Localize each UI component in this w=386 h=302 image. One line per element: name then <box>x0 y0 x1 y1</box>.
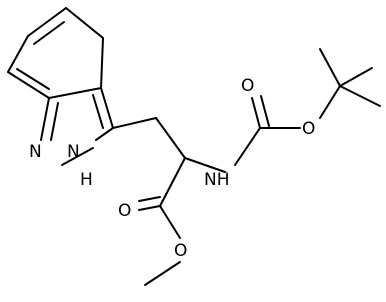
atom-labels: N N H NH O O O O <box>29 76 315 261</box>
atom-carbamate-ester-o: O <box>302 119 315 139</box>
bond <box>27 7 67 37</box>
bond <box>100 37 104 89</box>
bond <box>184 157 226 173</box>
bond <box>7 71 50 99</box>
bond <box>40 97 50 141</box>
bond <box>339 67 373 87</box>
bond <box>339 85 381 107</box>
bond <box>159 205 181 239</box>
bond <box>61 147 94 166</box>
atom-n1: N <box>29 142 42 162</box>
bond <box>92 94 104 129</box>
atom-ester-methoxy-o: O <box>174 241 187 261</box>
bond <box>234 127 261 166</box>
bond <box>16 68 50 90</box>
bond <box>112 117 157 129</box>
bond <box>50 102 59 141</box>
bond <box>319 48 341 87</box>
bond <box>155 117 186 159</box>
bond <box>65 7 104 39</box>
atom-n2-hydrogen: H <box>80 170 93 190</box>
atom-ester-carbonyl-o: O <box>118 201 131 221</box>
bond <box>251 97 261 129</box>
bond <box>144 261 181 286</box>
bond <box>138 196 161 202</box>
bond <box>138 205 161 211</box>
bond <box>100 87 114 129</box>
atom-nh: NH <box>204 170 230 190</box>
bonds <box>7 7 381 286</box>
bond <box>159 157 186 207</box>
bond <box>260 95 270 127</box>
bond <box>7 35 29 73</box>
atom-carbamate-carbonyl-o: O <box>241 76 254 96</box>
bond <box>319 85 341 119</box>
bond <box>33 21 65 45</box>
atom-n2: N <box>67 142 80 162</box>
bond <box>48 87 102 99</box>
bond <box>95 127 114 141</box>
